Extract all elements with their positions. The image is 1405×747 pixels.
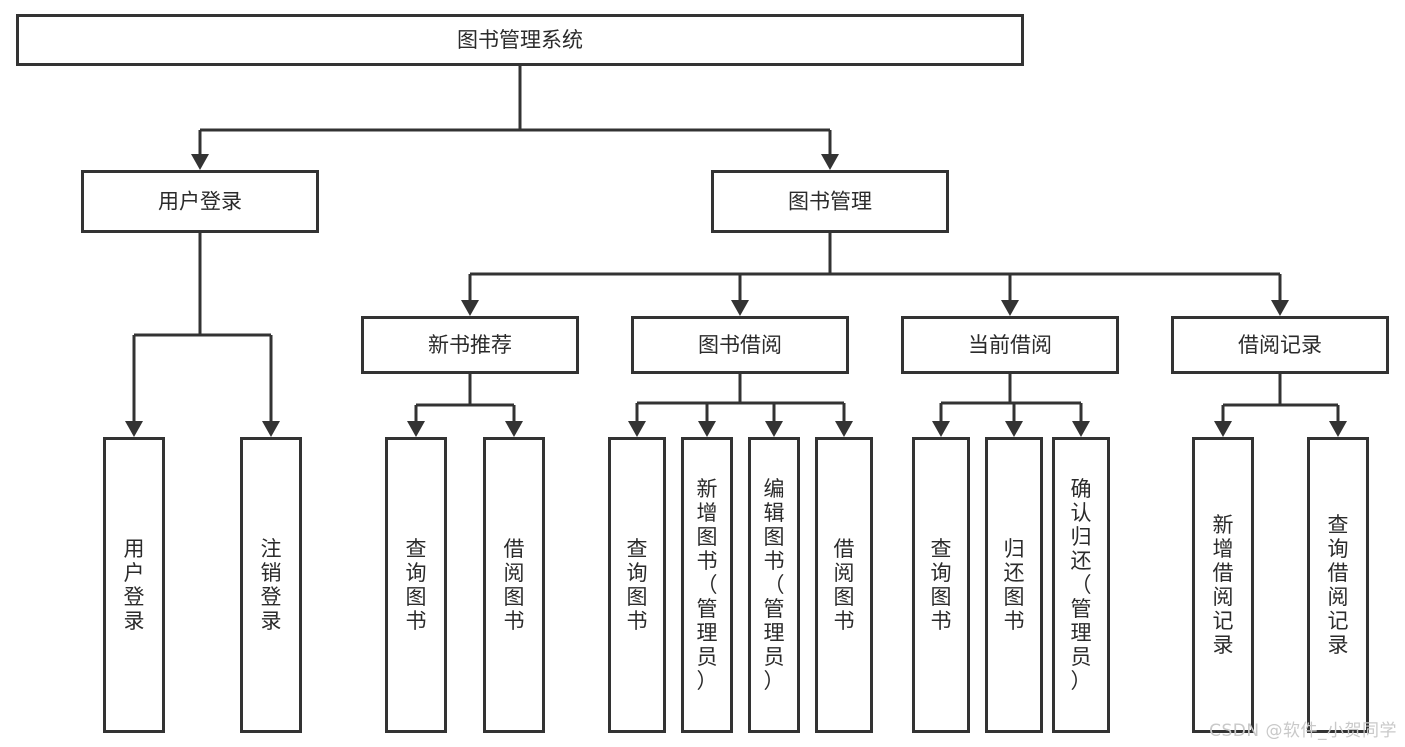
node-leaf-query-book-borrow[interactable]: 查询图书: [608, 437, 666, 733]
node-box-leaf-add-borrow-record: [1192, 437, 1254, 733]
connectors-layer: [125, 66, 1347, 437]
node-box-user-login: [81, 170, 319, 233]
node-label-leaf-query-book-recommend: 查询图书: [406, 537, 427, 633]
node-new-book-recommend[interactable]: 新书推荐: [361, 316, 579, 374]
node-box-leaf-add-book-admin: [681, 437, 733, 733]
node-label-leaf-query-book-current: 查询图书: [931, 537, 952, 633]
node-label-book-manage: 图书管理: [788, 190, 872, 214]
csdn-watermark: CSDN @软件_小贺同学: [1209, 721, 1397, 741]
arrow-head-icon-book-manage-0: [461, 300, 479, 316]
node-label-leaf-query-borrow-record: 查询借阅记录: [1328, 513, 1349, 657]
node-label-new-book-recommend: 新书推荐: [428, 333, 512, 357]
node-box-leaf-return-book: [985, 437, 1043, 733]
node-current-borrow[interactable]: 当前借阅: [901, 316, 1119, 374]
node-box-leaf-query-book-current: [912, 437, 970, 733]
arrow-head-icon-current-borrow-1: [1005, 421, 1023, 437]
node-leaf-query-borrow-record[interactable]: 查询借阅记录: [1307, 437, 1369, 733]
node-box-leaf-user-login: [103, 437, 165, 733]
nodes-layer: 图书管理系统用户登录图书管理新书推荐图书借阅当前借阅借阅记录用户登录注销登录查询…: [16, 14, 1389, 733]
arrow-head-icon-book-borrow-2: [765, 421, 783, 437]
node-book-manage[interactable]: 图书管理: [711, 170, 949, 233]
node-label-leaf-borrow-book-recommend: 借阅图书: [504, 537, 525, 633]
node-box-leaf-logout: [240, 437, 302, 733]
arrow-head-icon-book-manage-1: [731, 300, 749, 316]
arrow-head-icon-user-login-1: [262, 421, 280, 437]
node-borrow-record[interactable]: 借阅记录: [1171, 316, 1389, 374]
node-leaf-query-book-current[interactable]: 查询图书: [912, 437, 970, 733]
arrow-head-icon-book-borrow-0: [628, 421, 646, 437]
node-box-leaf-confirm-return-admin: [1052, 437, 1110, 733]
node-box-leaf-borrow-book-borrow: [815, 437, 873, 733]
node-label-leaf-add-borrow-record: 新增借阅记录: [1213, 513, 1234, 657]
node-label-current-borrow: 当前借阅: [968, 333, 1052, 357]
node-box-book-manage: [711, 170, 949, 233]
arrow-head-icon-current-borrow-0: [932, 421, 950, 437]
arrow-head-icon-book-manage-3: [1271, 300, 1289, 316]
node-leaf-borrow-book-recommend[interactable]: 借阅图书: [483, 437, 545, 733]
node-box-leaf-query-borrow-record: [1307, 437, 1369, 733]
node-root[interactable]: 图书管理系统: [16, 14, 1024, 66]
node-book-borrow[interactable]: 图书借阅: [631, 316, 849, 374]
node-label-leaf-borrow-book-borrow: 借阅图书: [834, 537, 855, 633]
arrow-head-icon-borrow-record-0: [1214, 421, 1232, 437]
node-leaf-borrow-book-borrow[interactable]: 借阅图书: [815, 437, 873, 733]
arrow-head-icon-book-borrow-1: [698, 421, 716, 437]
node-label-leaf-logout: 注销登录: [261, 537, 282, 633]
node-box-new-book-recommend: [361, 316, 579, 374]
node-box-leaf-query-book-borrow: [608, 437, 666, 733]
node-label-leaf-user-login: 用户登录: [124, 537, 145, 633]
node-label-leaf-query-book-borrow: 查询图书: [627, 537, 648, 633]
node-label-user-login: 用户登录: [158, 190, 242, 214]
node-label-leaf-edit-book-admin: 编辑图书（管理员）: [764, 477, 785, 693]
node-box-leaf-borrow-book-recommend: [483, 437, 545, 733]
arrow-head-icon-root-0: [191, 154, 209, 170]
arrow-head-icon-borrow-record-1: [1329, 421, 1347, 437]
arrow-head-icon-current-borrow-2: [1072, 421, 1090, 437]
node-leaf-return-book[interactable]: 归还图书: [985, 437, 1043, 733]
arrow-head-icon-new-book-rec-1: [505, 421, 523, 437]
node-leaf-logout[interactable]: 注销登录: [240, 437, 302, 733]
node-leaf-add-book-admin[interactable]: 新增图书（管理员）: [681, 437, 733, 733]
arrow-head-icon-user-login-0: [125, 421, 143, 437]
node-leaf-confirm-return-admin[interactable]: 确认归还（管理员）: [1052, 437, 1110, 733]
arrow-head-icon-root-1: [821, 154, 839, 170]
node-label-leaf-return-book: 归还图书: [1004, 537, 1025, 633]
arrow-head-icon-book-borrow-3: [835, 421, 853, 437]
arrow-head-icon-book-manage-2: [1001, 300, 1019, 316]
node-leaf-query-book-recommend[interactable]: 查询图书: [385, 437, 447, 733]
node-leaf-add-borrow-record[interactable]: 新增借阅记录: [1192, 437, 1254, 733]
node-box-borrow-record: [1171, 316, 1389, 374]
node-label-root: 图书管理系统: [457, 28, 583, 52]
node-label-borrow-record: 借阅记录: [1238, 333, 1322, 357]
node-box-leaf-edit-book-admin: [748, 437, 800, 733]
node-leaf-edit-book-admin[interactable]: 编辑图书（管理员）: [748, 437, 800, 733]
node-label-leaf-add-book-admin: 新增图书（管理员）: [697, 477, 718, 693]
node-label-book-borrow: 图书借阅: [698, 333, 782, 357]
node-box-leaf-query-book-recommend: [385, 437, 447, 733]
node-box-root: [16, 14, 1024, 66]
arrow-head-icon-new-book-rec-0: [407, 421, 425, 437]
node-box-book-borrow: [631, 316, 849, 374]
node-label-leaf-confirm-return-admin: 确认归还（管理员）: [1071, 477, 1092, 693]
node-user-login[interactable]: 用户登录: [81, 170, 319, 233]
node-box-current-borrow: [901, 316, 1119, 374]
node-leaf-user-login[interactable]: 用户登录: [103, 437, 165, 733]
